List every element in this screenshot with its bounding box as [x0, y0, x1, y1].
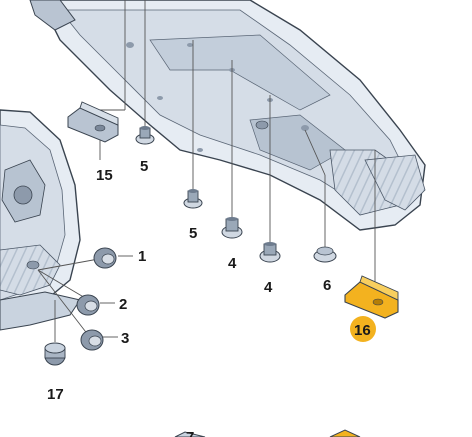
side-panel-left — [0, 109, 81, 331]
part-17-plug — [44, 342, 66, 366]
callout-1: 1 — [138, 248, 146, 265]
callout-3: 3 — [121, 330, 129, 347]
part-5-clip-upper — [135, 126, 155, 145]
part-3-grommet — [80, 329, 104, 351]
part-15-bracket — [67, 101, 119, 143]
callout-4-a: 4 — [228, 255, 237, 272]
part-4-clip-b — [259, 242, 281, 263]
callout-4-b: 4 — [264, 279, 273, 296]
callout-7: 7 — [186, 429, 194, 437]
callout-5-lower: 5 — [189, 225, 197, 242]
callout-2: 2 — [119, 296, 127, 313]
callout-5-upper: 5 — [140, 158, 148, 175]
partial-part-highlighted-bottom — [329, 429, 361, 437]
callout-17: 17 — [47, 386, 64, 403]
part-16-bracket-highlighted — [344, 275, 399, 319]
callout-16: 16 — [354, 322, 371, 339]
part-2-grommet — [76, 294, 100, 316]
underbody-panel — [29, 0, 426, 231]
partial-part-7 — [174, 431, 206, 437]
part-6-plug — [313, 246, 337, 263]
callout-6: 6 — [323, 277, 331, 294]
callout-16-badge — [350, 316, 376, 342]
part-1-grommet — [93, 247, 117, 269]
part-5-clip-lower — [183, 189, 203, 209]
callout-15: 15 — [96, 167, 113, 184]
part-4-clip-a — [221, 217, 243, 239]
